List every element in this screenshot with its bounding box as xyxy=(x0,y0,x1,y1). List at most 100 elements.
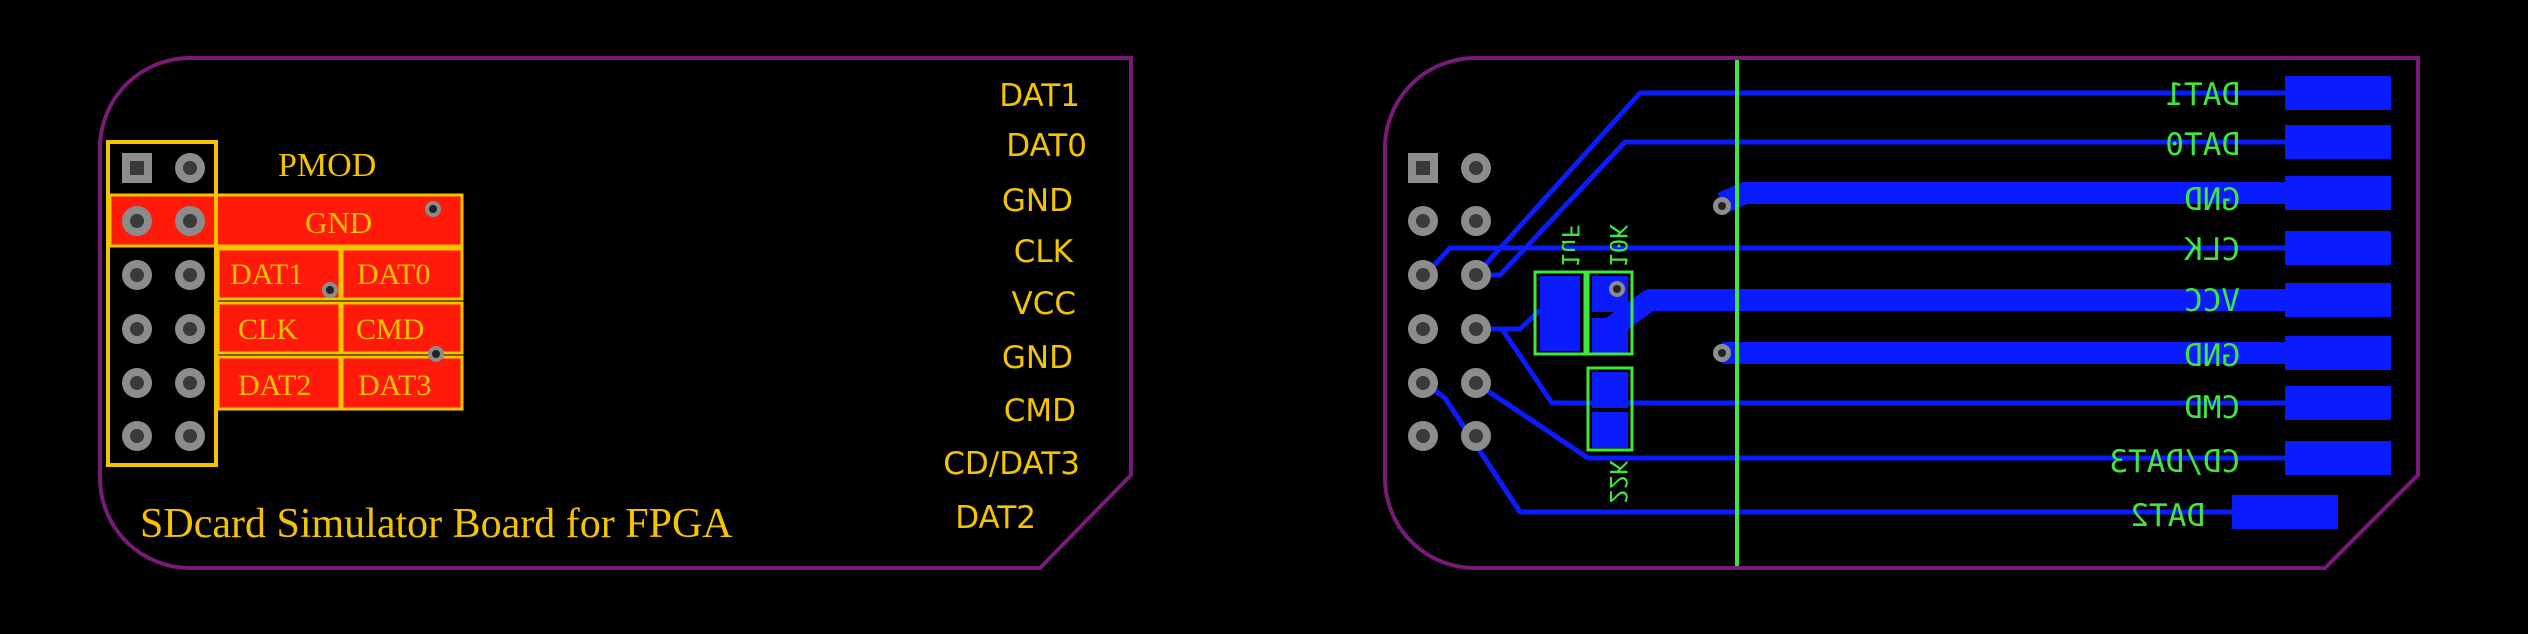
front-edge-labels: DAT1 DAT0 GND CLK VCC GND CMD CD/DAT3 DA… xyxy=(943,78,1087,536)
front-copper-zones xyxy=(108,193,464,411)
back-component-outlines xyxy=(1533,270,1634,452)
edge-label: CMD xyxy=(2184,390,2240,426)
edge-label: GND xyxy=(1002,183,1073,219)
edge-label: VCC xyxy=(2184,283,2240,319)
res-10k-pad xyxy=(1592,318,1628,354)
clk-zone-label: CLK xyxy=(238,313,298,346)
edge-pad xyxy=(2285,125,2391,159)
edge-pad xyxy=(2232,495,2338,529)
pin-drill xyxy=(183,322,197,336)
cmd-zone-label: CMD xyxy=(356,313,424,346)
via-drill xyxy=(1718,202,1726,210)
front-vias xyxy=(322,201,444,362)
edge-pad xyxy=(2285,231,2391,265)
dat2-zone-label: DAT2 xyxy=(238,369,311,402)
edge-label: GND xyxy=(2184,338,2240,374)
pin-drill xyxy=(183,429,197,443)
res-22k-pad xyxy=(1592,412,1628,448)
dat3-zone xyxy=(340,355,464,411)
pin-drill xyxy=(1416,268,1430,282)
edge-pad xyxy=(2285,283,2391,317)
res-22k-outline xyxy=(1586,366,1634,452)
clk-zone xyxy=(216,301,342,355)
trace-gnd-top xyxy=(1717,182,2290,214)
dat1-zone-label: DAT1 xyxy=(230,258,303,291)
pin-drill xyxy=(183,161,197,175)
edge-label: DAT0 xyxy=(1006,128,1087,164)
res-22k-pad xyxy=(1592,372,1628,408)
back-component-pads xyxy=(1540,276,1628,448)
edge-label: CLK xyxy=(2184,232,2240,268)
back-pmod-pins xyxy=(1408,153,1491,451)
via-drill xyxy=(1613,285,1621,293)
back-edge-pads xyxy=(2232,76,2391,529)
edge-pad xyxy=(2285,76,2391,110)
edge-label: CD/DAT3 xyxy=(943,446,1080,482)
pin-drill xyxy=(130,376,144,390)
edge-label: CD/DAT3 xyxy=(2109,444,2240,480)
pin-drill xyxy=(1416,322,1430,336)
cap-1uf-outline xyxy=(1533,270,1587,356)
back-board-outline xyxy=(1383,56,2420,570)
edge-label: GND xyxy=(1002,340,1073,376)
pin-drill xyxy=(183,214,197,228)
pin-drill xyxy=(1469,376,1483,390)
pmod-header-outline xyxy=(106,140,218,467)
back-component-labels: 1uF 10K 22K xyxy=(1556,224,1632,504)
pin-drill xyxy=(1469,268,1483,282)
edge-label: GND xyxy=(2184,182,2240,218)
pmod-label: PMOD xyxy=(278,147,376,184)
edge-label: VCC xyxy=(1012,286,1077,322)
edge-label: DAT0 xyxy=(2165,127,2240,163)
via-drill xyxy=(1718,349,1726,357)
pin-drill xyxy=(183,268,197,282)
pin-1-drill xyxy=(130,161,144,175)
gnd-zone-label: GND xyxy=(305,205,372,240)
pin-drill xyxy=(1416,429,1430,443)
edge-label: DAT1 xyxy=(999,78,1080,114)
res-10k-label: 10K xyxy=(1604,224,1632,268)
edge-pad xyxy=(2285,386,2391,420)
edge-pad xyxy=(2285,176,2391,210)
edge-pad xyxy=(2285,336,2391,370)
cap-1uf-label: 1uF xyxy=(1556,224,1584,267)
pin-drill xyxy=(1469,322,1483,336)
edge-pad xyxy=(2285,441,2391,475)
dat0-zone-label: DAT0 xyxy=(357,258,430,291)
dat3-zone-label: DAT3 xyxy=(358,369,431,402)
back-board: 1uF 10K 22K DAT1 DAT0 GND CLK VCC GND CM… xyxy=(1383,56,2420,570)
edge-label: DAT2 xyxy=(955,500,1036,536)
pin-drill xyxy=(1416,214,1430,228)
edge-label: CLK xyxy=(1014,234,1074,270)
res-22k-label: 22K xyxy=(1604,460,1632,504)
gnd-zone xyxy=(108,193,464,248)
cap-1uf-pad xyxy=(1540,276,1580,351)
board-title: SDcard Simulator Board for FPGA xyxy=(140,501,733,547)
trace-dat3 xyxy=(1474,380,2290,461)
pin-drill xyxy=(130,429,144,443)
via-drill xyxy=(432,350,440,358)
dat2-zone xyxy=(216,355,342,411)
pin-drill xyxy=(183,376,197,390)
cmd-zone xyxy=(340,301,464,355)
pin-drill xyxy=(1469,214,1483,228)
back-edge-labels: DAT1 DAT0 GND CLK VCC GND CMD CD/DAT3 DA… xyxy=(2109,77,2240,534)
pin-drill xyxy=(1416,376,1430,390)
pin-drill xyxy=(130,214,144,228)
pin-drill xyxy=(1469,429,1483,443)
res-10k-outline xyxy=(1586,270,1634,356)
front-board-outline xyxy=(98,56,1133,570)
front-board: PMOD GND DAT1 DAT0 CLK CMD DAT2 DAT3 SDc… xyxy=(98,56,1133,570)
via-drill xyxy=(429,205,437,213)
pin-1-drill xyxy=(1416,161,1430,175)
via-drill xyxy=(326,286,334,294)
trace-dat1 xyxy=(1474,90,2290,277)
pin-drill xyxy=(130,268,144,282)
dat0-zone xyxy=(340,247,464,301)
edge-label: CMD xyxy=(1004,393,1076,429)
front-pmod-pins xyxy=(122,153,205,451)
edge-label: DAT2 xyxy=(2130,498,2205,534)
pin-drill xyxy=(130,322,144,336)
back-vias xyxy=(1609,197,1731,362)
